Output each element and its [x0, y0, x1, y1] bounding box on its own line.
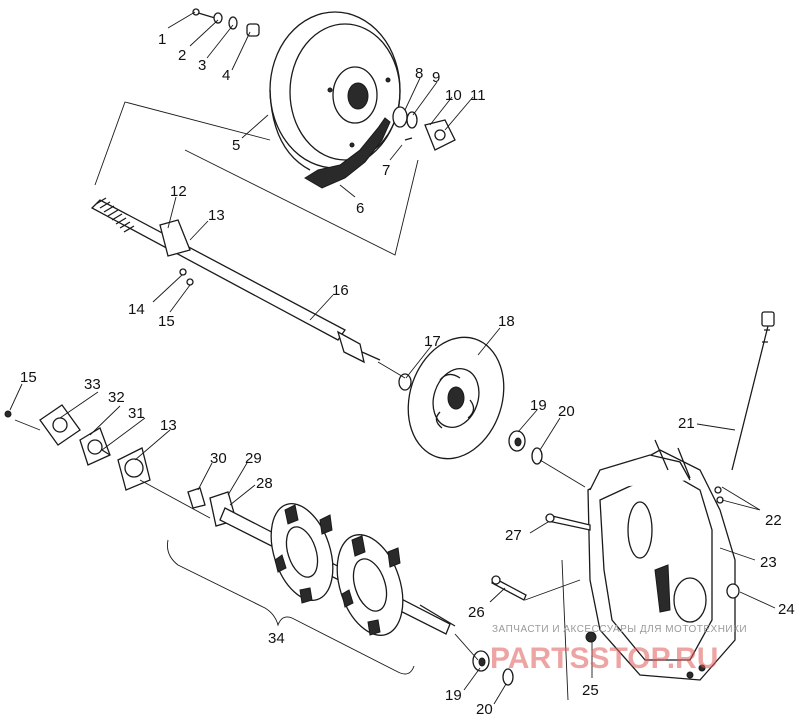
callout-12: 12 [170, 183, 187, 200]
part-disc-18 [398, 336, 505, 460]
callout-20-lower: 20 [476, 701, 493, 715]
callout-31: 31 [128, 405, 145, 422]
callout-labels: 1 2 3 4 5 6 7 8 9 10 11 12 13 14 15 16 1… [20, 31, 795, 715]
callout-10: 10 [445, 87, 462, 104]
callout-14: 14 [128, 301, 145, 318]
callout-5: 5 [232, 137, 240, 154]
callout-22: 22 [765, 512, 782, 529]
callout-15-upper: 15 [158, 313, 175, 330]
part-bolts-14-15 [179, 268, 194, 286]
callout-23: 23 [760, 554, 777, 571]
callout-18: 18 [498, 313, 515, 330]
bracket-34 [167, 539, 415, 675]
callout-27: 27 [505, 527, 522, 544]
part-bearing-19-20-lower [472, 650, 514, 686]
watermark: ЗАПЧАСТИ И АКСЕССУАРЫ ДЛЯ МОТОТЕХНИКИ PA… [490, 624, 747, 675]
callout-2: 2 [178, 47, 186, 64]
part-bolts-26-27 [491, 513, 591, 601]
part-flanges-left [4, 404, 211, 519]
callout-17: 17 [424, 333, 441, 350]
callout-19-lower: 19 [445, 687, 462, 704]
callout-33: 33 [84, 376, 101, 393]
callout-4: 4 [222, 67, 230, 84]
callout-20-upper: 20 [558, 403, 575, 420]
callout-7: 7 [382, 162, 390, 179]
part-misc-22-24-25 [585, 486, 740, 643]
part-fasteners-top [192, 8, 456, 151]
callout-13-lower: 13 [160, 417, 177, 434]
callout-9: 9 [432, 69, 440, 86]
part-dipstick-21 [731, 311, 775, 471]
leader-lines [9, 11, 776, 705]
callout-32: 32 [108, 389, 125, 406]
part-chain-6 [304, 117, 391, 189]
callout-3: 3 [198, 57, 206, 74]
part-shaft-16 [90, 197, 381, 364]
part-chaincase-23 [587, 439, 736, 681]
part-driveshaft-34 [187, 487, 456, 636]
callout-24: 24 [778, 601, 795, 618]
callout-11: 11 [470, 87, 486, 104]
callout-13-upper: 13 [208, 207, 225, 224]
callout-8: 8 [415, 65, 423, 82]
callout-15-lower: 15 [20, 369, 37, 386]
callout-30: 30 [210, 450, 227, 467]
callout-21: 21 [678, 415, 695, 432]
watermark-site: PARTSSTOP.RU [490, 642, 718, 675]
part-bearing-19-20 [508, 430, 543, 465]
watermark-tagline: ЗАПЧАСТИ И АКСЕССУАРЫ ДЛЯ МОТОТЕХНИКИ [492, 624, 747, 635]
callout-28: 28 [256, 475, 273, 492]
callout-19-upper: 19 [530, 397, 547, 414]
callout-29: 29 [245, 450, 262, 467]
callout-16: 16 [332, 282, 349, 299]
callout-6: 6 [356, 200, 364, 217]
callout-1: 1 [158, 31, 166, 48]
part-pulley-5 [269, 11, 401, 171]
callout-34: 34 [268, 630, 285, 647]
callout-26: 26 [468, 604, 485, 621]
callout-25: 25 [582, 682, 599, 699]
